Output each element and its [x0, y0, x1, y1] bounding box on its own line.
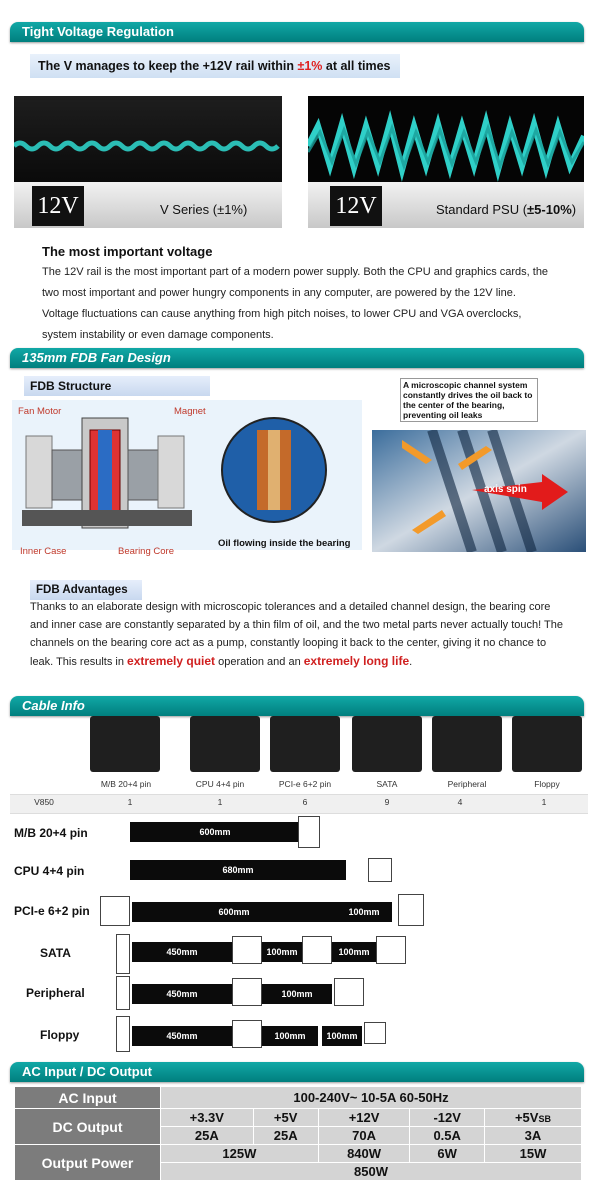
connector-count: 1: [217, 797, 223, 807]
voltage-callout: The V manages to keep the +12V rail with…: [30, 54, 400, 78]
connector-count: 9: [384, 797, 390, 807]
connector-name: SATA: [376, 779, 398, 789]
rail-current: 0.5A: [409, 1126, 485, 1145]
sata-connector-start: [116, 934, 130, 974]
floppy-connector-start: [116, 1016, 130, 1052]
fdb-advantages-body: Thanks to an elaborate design with micro…: [30, 601, 563, 668]
cpu-connector-end: [368, 858, 392, 882]
rail-current: 70A: [317, 1126, 411, 1145]
rail-label: -12V: [409, 1108, 485, 1127]
axis-spin-label: axis spin: [484, 484, 527, 495]
connector-count: 4: [457, 797, 463, 807]
v-series-label: V Series (±1%): [160, 202, 248, 217]
cable-segment: 100mm: [262, 1026, 318, 1046]
connector-count-row: [10, 794, 588, 814]
connector-count: 1: [127, 797, 133, 807]
ac-input-label: AC Input: [14, 1086, 161, 1109]
v-series-12v-chip: 12V: [32, 186, 84, 226]
connector-name: PCI-e 6+2 pin: [278, 779, 332, 789]
connector-count: 6: [302, 797, 308, 807]
sata-connector-end: [376, 936, 406, 964]
floppy-connector-end: [364, 1022, 386, 1044]
section-title-cable: Cable Info: [10, 696, 584, 716]
rail-current: 3A: [483, 1126, 583, 1145]
cable-row-name: Peripheral: [26, 986, 85, 1000]
cable-segment: 100mm: [336, 902, 392, 922]
pcie-connector-end: [398, 894, 424, 926]
cable-row-name: M/B 20+4 pin: [14, 826, 88, 840]
model-name: V850: [34, 797, 54, 807]
rail-current: 25A: [252, 1126, 319, 1145]
sata-connector-photo: [352, 716, 422, 772]
total-power: 850W: [160, 1162, 582, 1181]
section-title-voltage: Tight Voltage Regulation: [10, 22, 584, 42]
peripheral-connector-mid: [232, 978, 262, 1006]
cable-segment: 680mm: [130, 860, 346, 880]
mb-connector-photo: [90, 716, 160, 772]
power-spec-table: AC Input 100-240V~ 10-5A 60-50Hz DC Outp…: [14, 1086, 583, 1181]
connector-name: Peripheral: [447, 779, 487, 789]
fan-motor-label: Fan Motor: [18, 406, 62, 417]
cable-row-name: SATA: [40, 946, 71, 960]
rail-label: +12V: [317, 1108, 411, 1127]
connector-count: 1: [541, 797, 547, 807]
cable-segment: 450mm: [132, 984, 232, 1004]
microscopic-caption: A microscopic channel system constantly …: [400, 378, 538, 422]
pcie-connector-photo: [270, 716, 340, 772]
standard-psu-12v-chip: 12V: [330, 186, 382, 226]
rail-label: +3.3V: [160, 1108, 254, 1127]
power-m12: 6W: [409, 1144, 485, 1163]
peripheral-connector-start: [116, 976, 130, 1010]
cable-row-name: PCI-e 6+2 pin: [14, 904, 90, 918]
power-sb: 15W: [483, 1144, 583, 1163]
cable-segment: 600mm: [130, 822, 300, 842]
floppy-connector-mid: [232, 1020, 262, 1048]
connector-name: Floppy: [534, 779, 560, 789]
peripheral-connector-photo: [432, 716, 502, 772]
fdb-structure-diagram: [12, 400, 362, 550]
sata-connector-mid: [232, 936, 262, 964]
cable-segment: 100mm: [262, 942, 302, 962]
rail-current: 25A: [160, 1126, 254, 1145]
cable-segment: 100mm: [332, 942, 376, 962]
voltage-body: The 12V rail is the most important part …: [42, 266, 549, 341]
cable-row-name: CPU 4+4 pin: [14, 864, 85, 878]
dc-output-label: DC Output: [14, 1108, 161, 1145]
microscopic-bearing-image: [372, 430, 586, 552]
connector-name: M/B 20+4 pin: [100, 779, 152, 789]
section-title-fan: 135mm FDB Fan Design: [10, 348, 584, 368]
cpu-connector-photo: [190, 716, 260, 772]
magnet-label: Magnet: [174, 406, 206, 417]
oil-flow-caption: Oil flowing inside the bearing: [218, 538, 351, 549]
mb-connector-end: [298, 816, 320, 848]
voltage-heading: The most important voltage: [42, 244, 213, 259]
peripheral-connector-end: [334, 978, 364, 1006]
ac-input-value: 100-240V~ 10-5A 60-50Hz: [160, 1086, 582, 1109]
cable-segment: 450mm: [132, 942, 232, 962]
cable-segment: 100mm: [322, 1026, 362, 1046]
connector-name: CPU 4+4 pin: [195, 779, 245, 789]
floppy-connector-photo: [512, 716, 582, 772]
fdb-structure-label: FDB Structure: [24, 376, 210, 396]
fdb-advantages-label: FDB Advantages: [30, 580, 142, 600]
rail-label: +5V: [252, 1108, 319, 1127]
section-title-acdc: AC Input / DC Output: [10, 1062, 584, 1082]
power-33-5: 125W: [160, 1144, 319, 1163]
cable-segment: 450mm: [132, 1026, 232, 1046]
cable-segment: 100mm: [262, 984, 332, 1004]
power-12: 840W: [317, 1144, 411, 1163]
cable-segment: 600mm: [132, 902, 336, 922]
cable-row-name: Floppy: [40, 1028, 80, 1042]
rail-label-sb: +5VSB: [483, 1108, 583, 1127]
sata-connector-mid: [302, 936, 332, 964]
bearing-core-label: Bearing Core: [118, 546, 174, 557]
inner-case-label: Inner Case: [20, 546, 67, 557]
standard-psu-label: Standard PSU (±5-10%): [436, 202, 577, 217]
output-power-label: Output Power: [14, 1144, 161, 1181]
pcie-connector-start: [100, 896, 130, 926]
